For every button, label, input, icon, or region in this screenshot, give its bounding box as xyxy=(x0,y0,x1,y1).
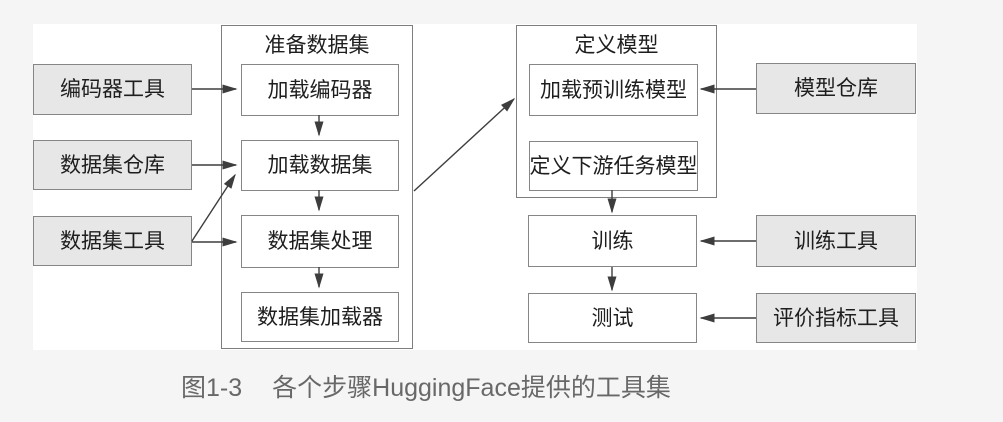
tool-box-label: 训练工具 xyxy=(794,228,878,253)
step-box-dataset-processing: 数据集处理 xyxy=(241,215,399,268)
step-box-label: 定义下游任务模型 xyxy=(529,153,698,178)
tool-box-label: 数据集仓库 xyxy=(60,152,165,177)
tool-box-label: 评价指标工具 xyxy=(773,305,899,330)
step-box-label: 数据集加载器 xyxy=(257,304,383,329)
arrow-prepare-dataset-to-define-model xyxy=(413,97,516,192)
step-box-label: 加载预训练模型 xyxy=(540,77,687,102)
step-box-test: 测试 xyxy=(528,293,697,343)
tool-box-label: 编码器工具 xyxy=(60,77,165,101)
step-box-label: 测试 xyxy=(591,305,634,330)
figure-caption: 图1-3 各个步骤HuggingFace提供的工具集 xyxy=(181,371,671,405)
tool-box-evaluation-metric-tools: 评价指标工具 xyxy=(756,293,916,343)
figure-caption-number: 图1-3 xyxy=(181,374,243,402)
step-box-label: 训练 xyxy=(591,228,634,253)
tool-box-label: 数据集工具 xyxy=(60,228,165,253)
step-box-dataset-loader: 数据集加载器 xyxy=(241,292,399,342)
figure-diagram: 编码器工具 数据集仓库 数据集工具 准备数据集 加载编码器 加载数据集 数据集处… xyxy=(33,24,917,350)
step-box-define-downstream-task-model: 定义下游任务模型 xyxy=(529,141,698,191)
tool-box-encoder-tools: 编码器工具 xyxy=(33,64,192,115)
step-box-load-dataset: 加载数据集 xyxy=(241,140,399,191)
tool-box-dataset-repository: 数据集仓库 xyxy=(33,140,192,190)
step-box-label: 加载数据集 xyxy=(267,153,373,177)
group-title: 定义模型 xyxy=(574,33,659,57)
tool-box-dataset-tools: 数据集工具 xyxy=(33,216,192,266)
step-box-label: 数据集处理 xyxy=(267,229,373,253)
tool-box-training-tools: 训练工具 xyxy=(756,215,916,267)
step-box-load-pretrained-model: 加载预训练模型 xyxy=(529,64,698,116)
step-box-train: 训练 xyxy=(528,215,697,267)
figure-caption-title: 各个步骤HuggingFace提供的工具集 xyxy=(272,374,671,402)
step-box-label: 加载编码器 xyxy=(267,77,373,102)
group-prepare-dataset: 准备数据集 加载编码器 加载数据集 数据集处理 数据集加载器 xyxy=(221,25,413,349)
group-title: 准备数据集 xyxy=(264,33,370,57)
tool-box-model-repository: 模型仓库 xyxy=(756,63,916,114)
step-box-load-encoder: 加载编码器 xyxy=(241,64,399,116)
tool-box-label: 模型仓库 xyxy=(794,76,878,100)
group-define-model: 定义模型 加载预训练模型 定义下游任务模型 xyxy=(516,25,717,198)
